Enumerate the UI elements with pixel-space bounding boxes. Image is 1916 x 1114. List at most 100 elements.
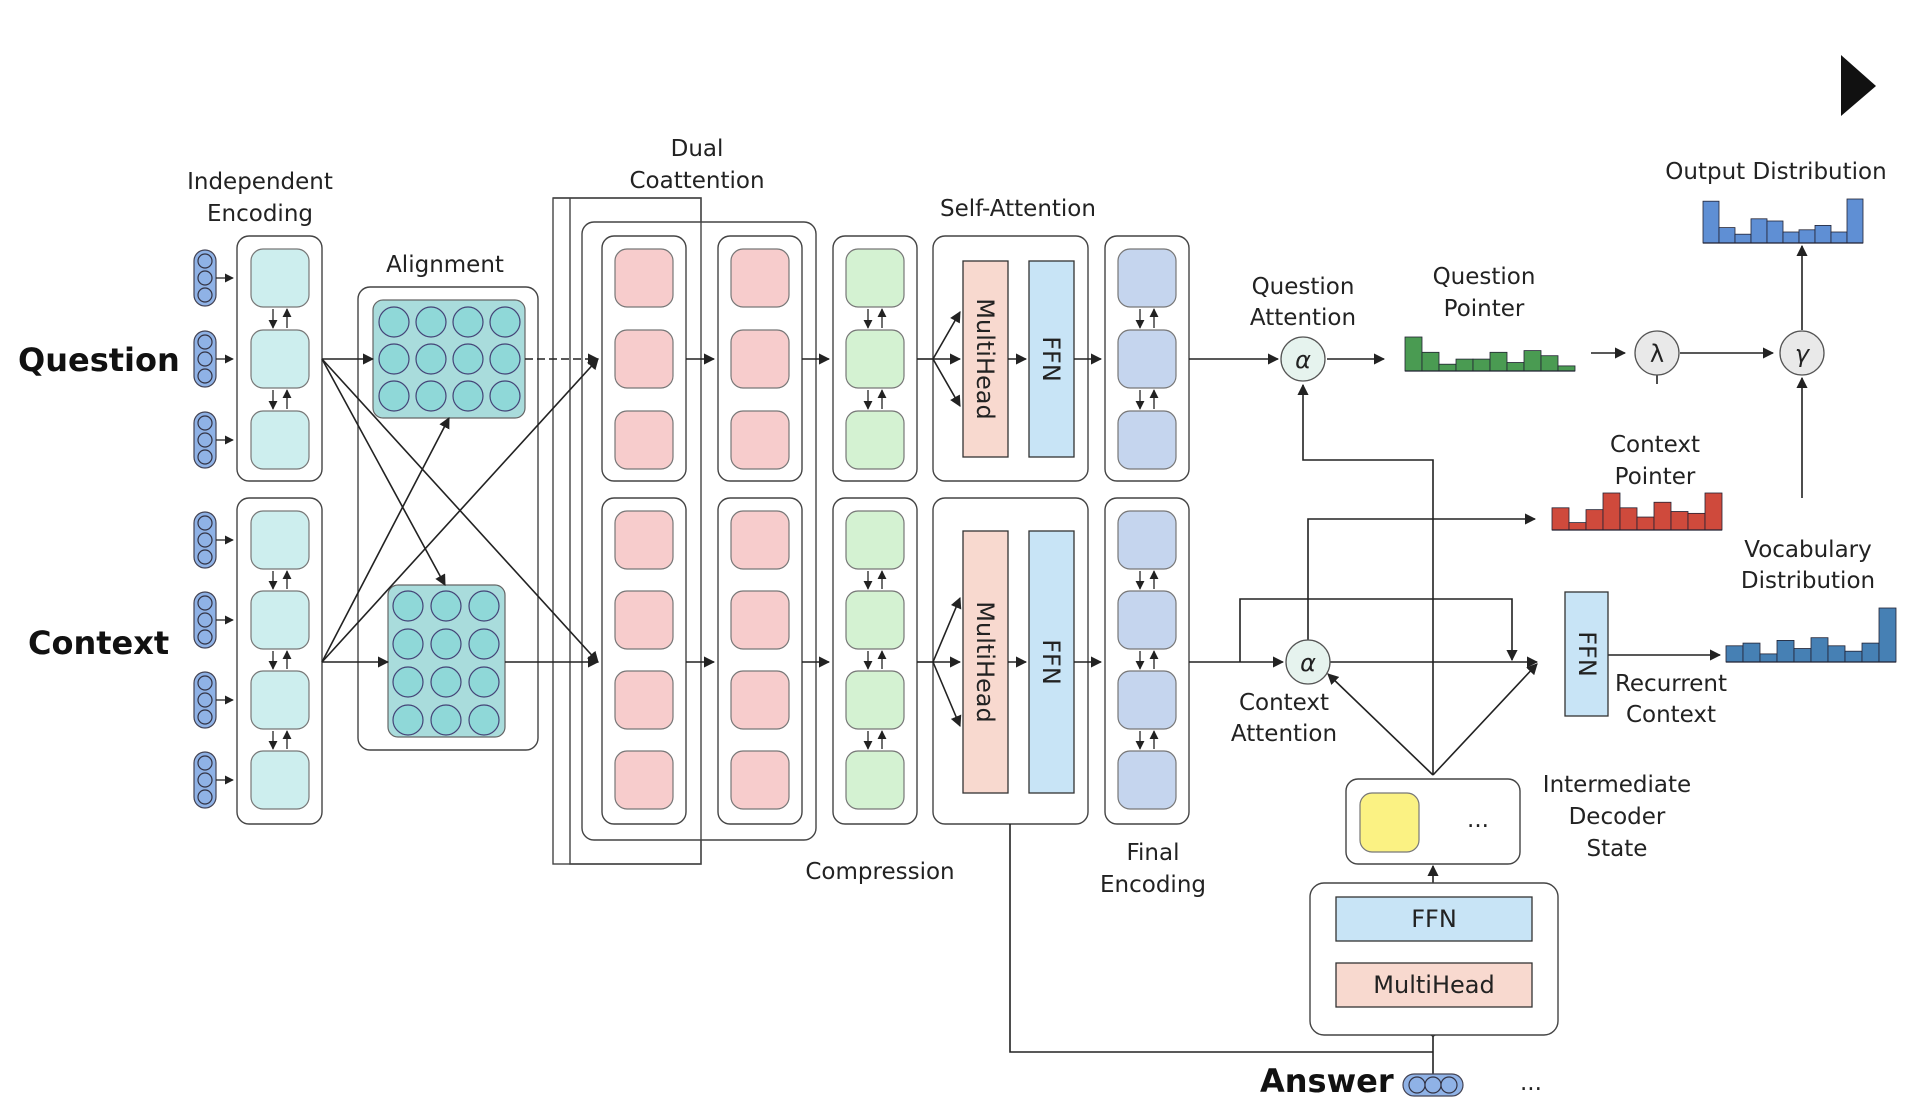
enc-question-cell-2: [250, 329, 310, 389]
vocab-dist-bar-10: [1878, 607, 1897, 663]
c-align-circle-1: [392, 590, 424, 622]
question-ptr-bar-5: [1472, 358, 1491, 372]
output-dist-bar-7: [1798, 229, 1816, 244]
independent-encoding-label-1: Independent: [187, 169, 333, 195]
q-align-circle-6: [415, 343, 447, 375]
ffn-label-question: FFN: [1037, 336, 1065, 382]
q-align-circle-12: [489, 380, 521, 412]
token-1-2: [197, 270, 213, 286]
question-attention-node: [1280, 336, 1326, 382]
context-attention-label-1: Context: [1239, 690, 1329, 716]
vocab-dist-bar-9: [1861, 642, 1880, 663]
token-3-3: [197, 449, 213, 465]
output-dist-bar-1: [1702, 200, 1720, 244]
vocab-dist-bar-6: [1810, 637, 1829, 663]
decoder-ffn-block: [1335, 896, 1533, 942]
q-align-circle-3: [452, 306, 484, 338]
play-icon[interactable]: [1841, 55, 1876, 116]
vocab-dist-bar-8: [1844, 650, 1863, 663]
context-pointer-label-1: Context: [1610, 432, 1700, 458]
c-align-circle-11: [430, 704, 462, 736]
enc-question-cell-1: [250, 248, 310, 308]
final-context-cell-4: [1117, 750, 1177, 810]
coatt-c-a-cell-2: [614, 590, 674, 650]
enc-question-cell-3: [250, 410, 310, 470]
question-ptr-bar-3: [1438, 363, 1457, 372]
question-ptr-bar-1: [1404, 336, 1423, 372]
context-label: Context: [28, 624, 169, 662]
coatt-q-b-cell-2: [730, 329, 790, 389]
vocabulary-distribution-histogram: [1725, 607, 1897, 663]
dual-coattention-label-1: Dual: [671, 136, 724, 162]
lambda-gate-node: [1634, 330, 1680, 376]
final-encoding-cells: [1117, 248, 1177, 810]
comp-question-cell-2: [845, 329, 905, 389]
gamma-gate-node: [1779, 330, 1825, 376]
question-attention-label-1: Question: [1252, 274, 1355, 300]
recurrent-context-ffn-block: [1564, 591, 1609, 717]
c-align-circle-2: [430, 590, 462, 622]
recurrent-context-label-1: Recurrent: [1615, 671, 1727, 697]
c-align-circle-6: [468, 628, 500, 660]
vocab-dist-bar-3: [1759, 653, 1778, 663]
token-6-1: [197, 675, 213, 691]
final-context-cell-3: [1117, 670, 1177, 730]
token-6-2: [197, 692, 213, 708]
token-7-2: [197, 772, 213, 788]
context-pointer-label-2: Pointer: [1615, 464, 1696, 490]
q-align-circle-2: [415, 306, 447, 338]
coatt-q-a-cell-3: [614, 410, 674, 470]
token-7-1: [197, 755, 213, 771]
recurrent-context-label-2: Context: [1626, 702, 1716, 728]
decoder-state-label-1: Intermediate: [1543, 772, 1691, 798]
token-4-2: [197, 532, 213, 548]
coatt-c-a-cell-4: [614, 750, 674, 810]
context-ptr-bar-8: [1670, 511, 1689, 531]
compression-context-container: [832, 497, 918, 825]
question-pointer-histogram: [1404, 336, 1576, 372]
vocab-dist-bar-1: [1725, 645, 1744, 663]
context-attention-node: [1285, 639, 1331, 685]
enc-context-cell-1: [250, 510, 310, 570]
final-question-cell-3: [1117, 410, 1177, 470]
output-dist-bar-9: [1830, 231, 1848, 244]
coatt-c-b-cell-3: [730, 670, 790, 730]
context-ptr-bar-10: [1704, 492, 1723, 531]
question-ptr-bar-10: [1557, 365, 1576, 372]
token-1-3: [197, 287, 213, 303]
final-encoding-label-1: Final: [1126, 840, 1179, 866]
multihead-block-question: [962, 260, 1009, 458]
c-align-circle-7: [392, 666, 424, 698]
coatt-q-b-cell-1: [730, 248, 790, 308]
question-ptr-bar-2: [1421, 351, 1440, 372]
token-7-3: [197, 789, 213, 805]
output-dist-bar-2: [1718, 227, 1736, 244]
output-dist-bar-6: [1782, 231, 1800, 244]
decoder-ffn-label: FFN: [1411, 905, 1457, 933]
alignment-circles: [378, 306, 521, 736]
multihead-label-question: MultiHead: [971, 298, 999, 419]
comp-context-cell-2: [845, 590, 905, 650]
c-align-circle-8: [430, 666, 462, 698]
c-align-circle-4: [392, 628, 424, 660]
decoder-state-label-3: State: [1587, 836, 1648, 862]
token-5-2: [197, 612, 213, 628]
multihead-block-context: [962, 530, 1009, 794]
coattention-cells: [614, 248, 790, 810]
enc-context-cell-2: [250, 590, 310, 650]
comp-context-cell-1: [845, 510, 905, 570]
final-question-cell-2: [1117, 329, 1177, 389]
output-distribution-label: Output Distribution: [1665, 159, 1886, 185]
coatt-c-b-cell-2: [730, 590, 790, 650]
answer-token-3: [1440, 1076, 1458, 1094]
decoder-multihead-block: [1335, 962, 1533, 1008]
compression-cells: [845, 248, 905, 810]
c-align-circle-10: [392, 704, 424, 736]
question-attention-alpha: α: [1295, 346, 1311, 374]
final-encoding-label-2: Encoding: [1100, 872, 1206, 898]
input-token-stacks: [193, 249, 234, 809]
c-align-circle-12: [468, 704, 500, 736]
token-1-1: [197, 253, 213, 269]
output-dist-bar-4: [1750, 218, 1768, 244]
